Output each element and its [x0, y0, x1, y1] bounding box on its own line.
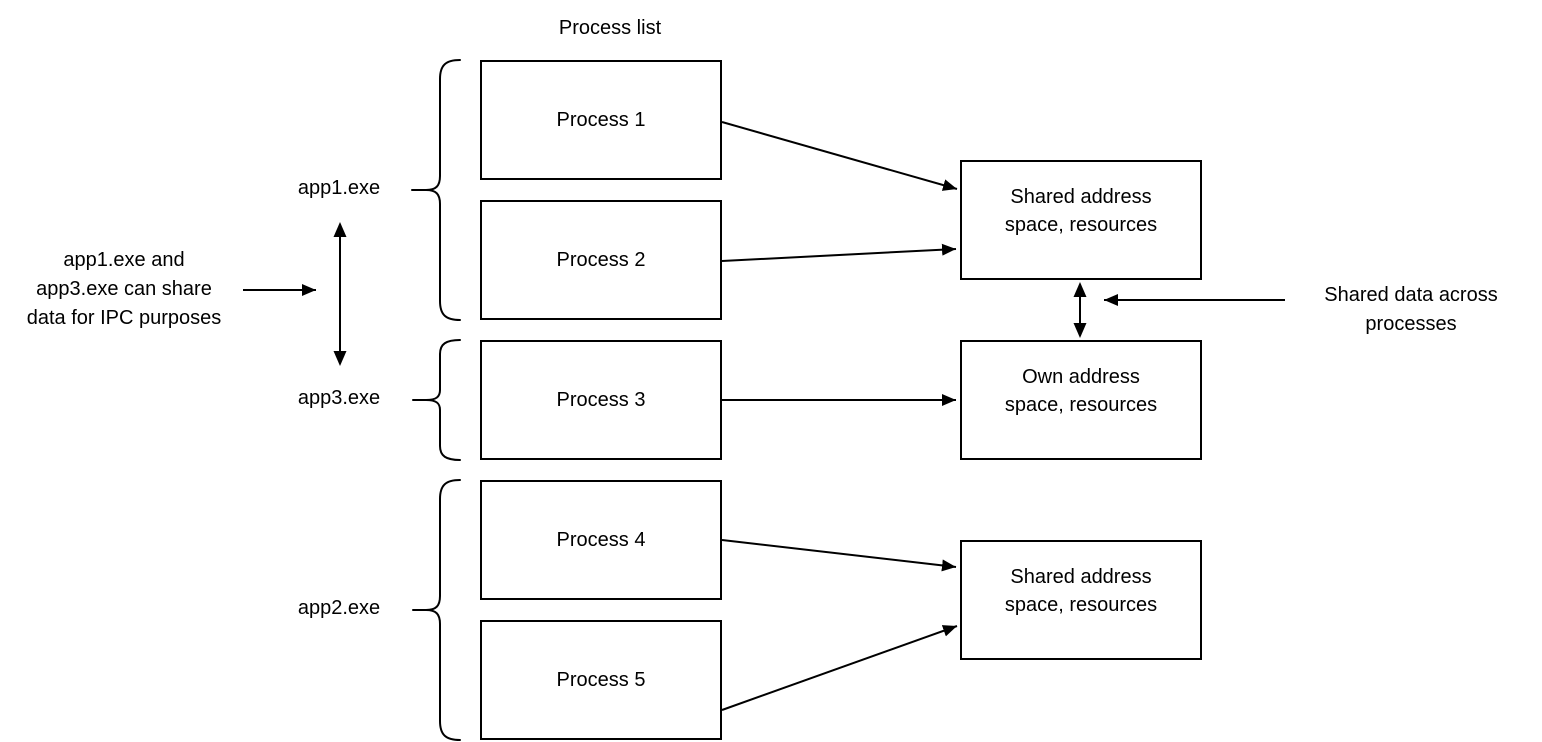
double-arrow-shared-own [1073, 282, 1087, 338]
process-4-label: Process 4 [556, 529, 646, 551]
own-address-box: Own address space, resources [960, 340, 1202, 460]
arrowhead-up-icon [333, 222, 347, 237]
arrowhead-up-icon [1073, 282, 1087, 297]
brace-app1 [411, 59, 461, 321]
double-arrow-app1-app3 [333, 222, 347, 366]
brace-app3 [412, 339, 461, 461]
left-annotation-line2: app3.exe can share [36, 278, 212, 300]
own-address-box-line2: space, resources [1004, 394, 1158, 416]
process-2-label: Process 2 [556, 249, 646, 271]
connector-process5-shared2 [721, 625, 958, 711]
brace-app2 [412, 479, 461, 741]
left-annotation-line1: app1.exe and [63, 249, 185, 271]
process-2-box: Process 2 [480, 200, 722, 320]
group-label-app1: app1.exe [297, 177, 381, 199]
arrowhead-down-icon [333, 351, 347, 366]
process-4-box: Process 4 [480, 480, 722, 600]
process-3-box: Process 3 [480, 340, 722, 460]
right-annotation: Shared data across processes [1300, 281, 1522, 339]
shared-address-box-2-line1: Shared address [1010, 566, 1152, 588]
process-3-label: Process 3 [556, 389, 646, 411]
left-annotation: app1.exe and app3.exe can share data for… [0, 246, 248, 333]
diagram-title: Process list [558, 17, 662, 39]
left-annotation-line3: data for IPC purposes [26, 307, 222, 329]
group-label-app2: app2.exe [297, 597, 381, 619]
shared-address-box-2: Shared address space, resources [960, 540, 1202, 660]
process-1-label: Process 1 [556, 109, 646, 131]
arrowhead-down-icon [1073, 323, 1087, 338]
shared-address-box-1: Shared address space, resources [960, 160, 1202, 280]
process-5-box: Process 5 [480, 620, 722, 740]
process-5-label: Process 5 [556, 669, 646, 691]
right-annotation-line1: Shared data across [1324, 284, 1498, 306]
process-1-box: Process 1 [480, 60, 722, 180]
shared-address-box-1-line2: space, resources [1004, 214, 1158, 236]
connector-process2-shared1 [721, 243, 957, 262]
group-label-app3: app3.exe [297, 387, 381, 409]
own-address-box-line1: Own address [1022, 366, 1140, 388]
shared-address-box-1-line1: Shared address [1010, 186, 1152, 208]
connector-process1-shared1 [721, 121, 958, 191]
right-annotation-line2: processes [1365, 313, 1457, 335]
shared-address-box-2-line2: space, resources [1004, 594, 1158, 616]
connector-process4-shared2 [721, 539, 957, 572]
